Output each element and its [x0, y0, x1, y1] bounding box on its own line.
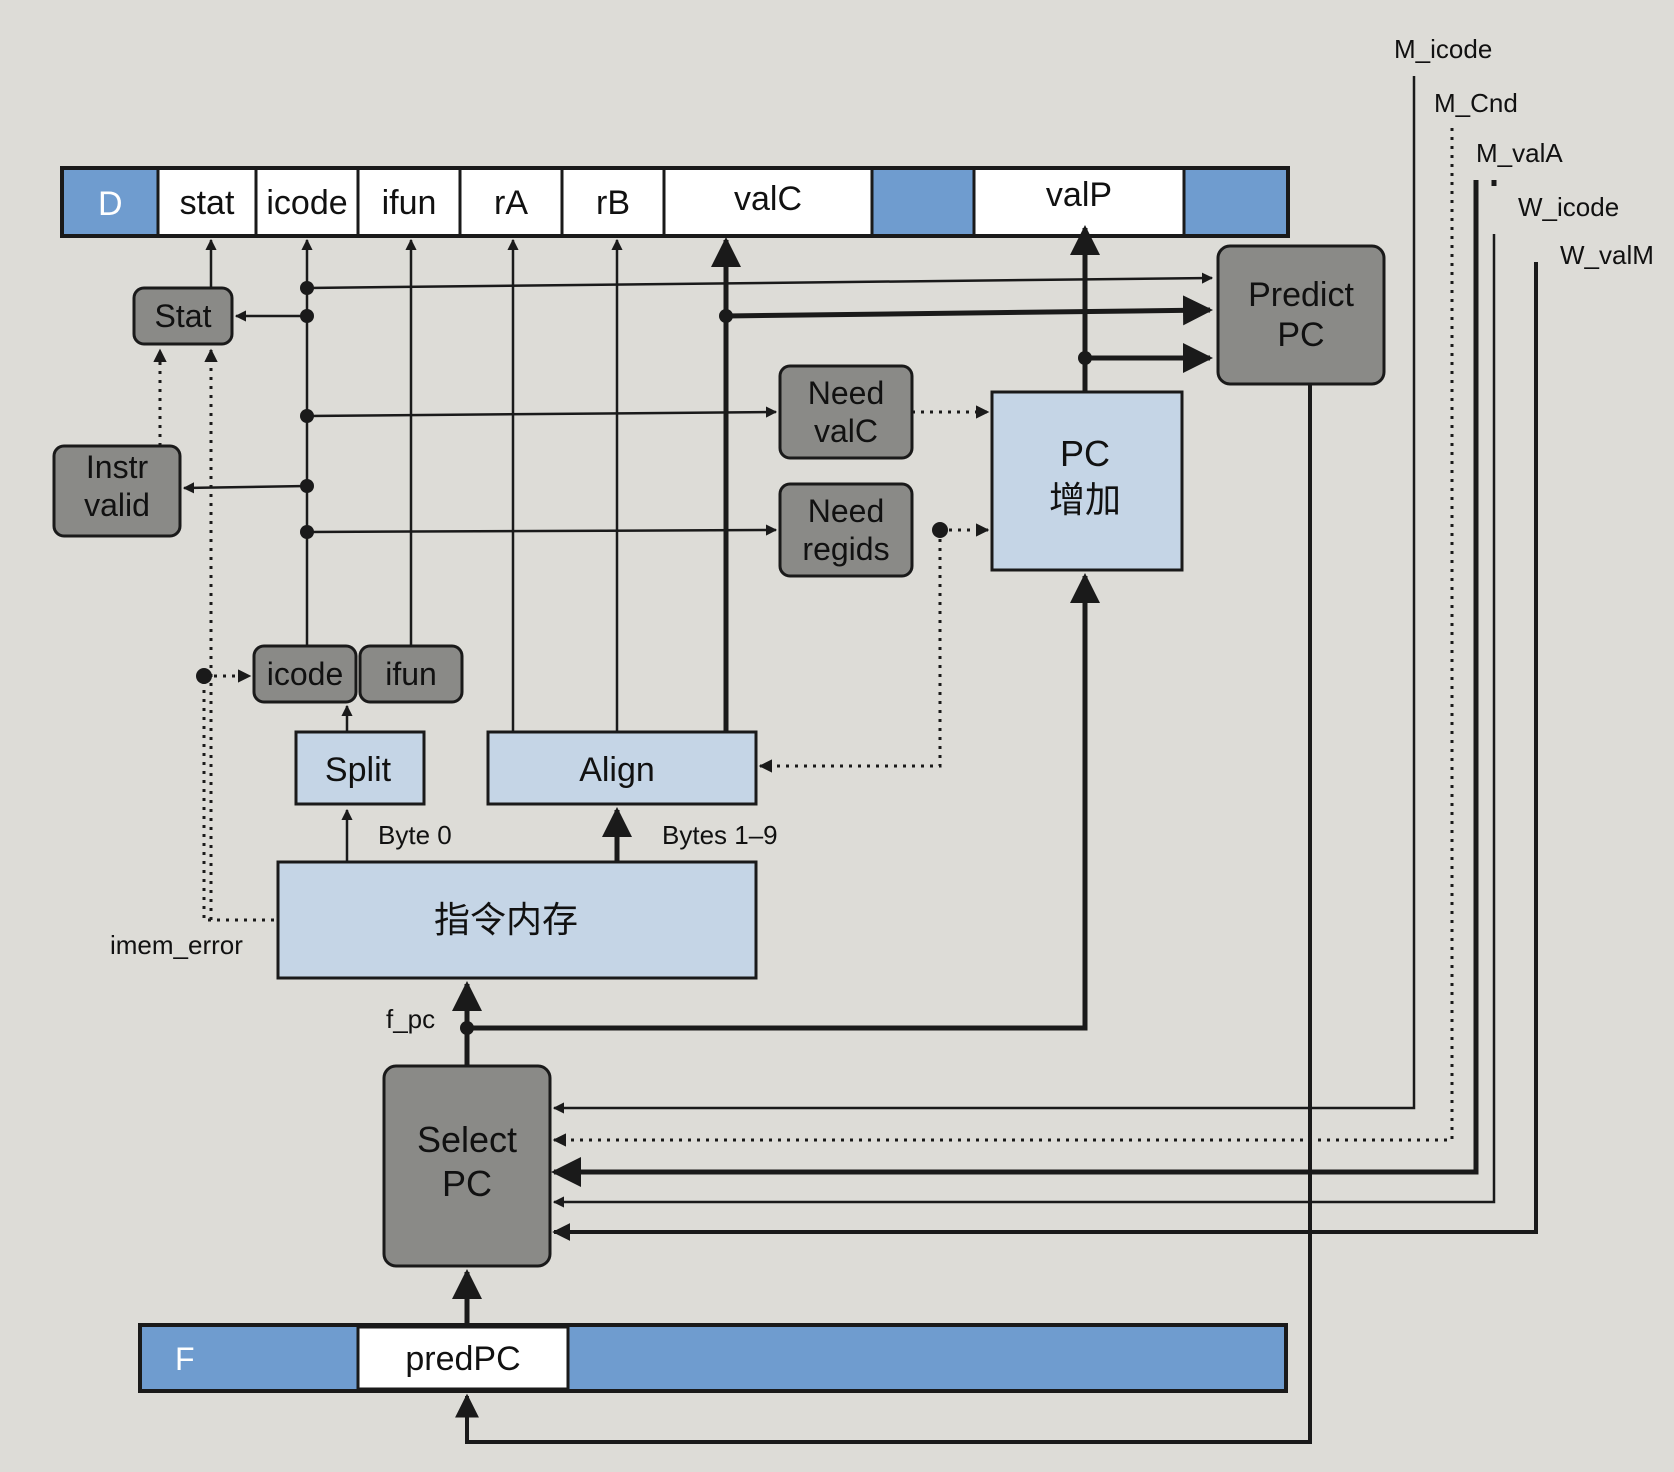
split-block-label: Split — [325, 751, 392, 789]
m-icode-label: M_icode — [1394, 34, 1492, 64]
select-pc-label-1: Select — [417, 1119, 517, 1160]
w-icode-label: W_icode — [1518, 192, 1619, 222]
d-field-ifun: ifun — [382, 184, 437, 222]
align-block: Align — [486, 730, 758, 806]
instr-valid-block: Instr valid — [52, 444, 182, 538]
bytes19-label: Bytes 1–9 — [662, 820, 778, 850]
thin-wires — [182, 76, 1538, 1241]
byte0-label: Byte 0 — [378, 820, 452, 850]
m-cnd-label: M_Cnd — [1434, 88, 1518, 118]
f-pc-label: f_pc — [386, 1004, 435, 1034]
need-valc-label-2: valC — [814, 413, 878, 449]
pc-increment-label-2: 增加 — [1049, 479, 1121, 520]
d-field-stat: stat — [180, 184, 235, 222]
need-regids-label-1: Need — [808, 493, 885, 529]
f-register: F predPC — [138, 1323, 1288, 1393]
d-field-valc: valC — [734, 180, 802, 218]
junction-dots — [196, 281, 1092, 1035]
need-regids-label-2: regids — [802, 531, 889, 567]
d-register: D stat icode ifun rA rB valC valP — [60, 166, 1290, 238]
stat-block-label: Stat — [155, 298, 212, 334]
predict-pc-label-1: Predict — [1248, 276, 1354, 314]
ifun-block: ifun — [358, 644, 464, 704]
instruction-memory-block: 指令内存 — [276, 860, 758, 980]
f-register-frame — [138, 1323, 1288, 1393]
icode-block-label: icode — [267, 656, 344, 692]
d-field-valp: valP — [1046, 176, 1112, 214]
align-block-label: Align — [579, 751, 655, 789]
stat-block: Stat — [132, 286, 234, 346]
w-valm-label: W_valM — [1560, 240, 1654, 270]
split-block: Split — [294, 730, 426, 806]
need-regids-block: Need regids — [778, 482, 914, 578]
predict-pc-label-2: PC — [1277, 316, 1324, 354]
m-vala-label: M_valA — [1476, 138, 1563, 168]
select-pc-label-2: PC — [442, 1163, 492, 1204]
instruction-memory-label: 指令内存 — [434, 899, 578, 940]
instr-valid-label-2: valid — [84, 487, 150, 523]
d-field-icode: icode — [266, 184, 347, 222]
d-register-tag — [64, 170, 158, 234]
d-field-rb: rB — [596, 184, 630, 222]
imem-error-label: imem_error — [110, 930, 243, 960]
pc-increment-label-1: PC — [1060, 433, 1110, 474]
ifun-block-label: ifun — [385, 656, 437, 692]
d-register-name: D — [98, 185, 123, 223]
f-field-predpc-cell — [356, 1325, 570, 1391]
instr-valid-label-1: Instr — [86, 449, 149, 485]
d-field-ra: rA — [494, 184, 528, 222]
select-pc-block: Select PC — [382, 1064, 552, 1268]
need-valc-block: Need valC — [778, 364, 914, 460]
d-register-blank-2 — [1184, 170, 1286, 234]
pc-increment-block: PC 增加 — [990, 390, 1184, 572]
f-register-name: F — [175, 1341, 195, 1377]
icode-block: icode — [252, 644, 358, 704]
d-register-blank-1 — [872, 170, 974, 234]
d-register-frame — [60, 166, 1290, 238]
bus-wires — [452, 180, 1497, 1444]
need-valc-label-1: Need — [808, 375, 885, 411]
predict-pc-block: Predict PC — [1216, 244, 1386, 386]
f-field-predpc: predPC — [405, 1340, 520, 1378]
